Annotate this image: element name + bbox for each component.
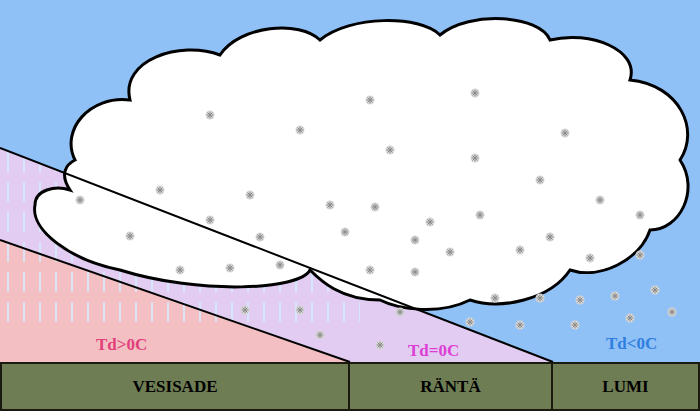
snowflake bbox=[536, 294, 545, 303]
snowflake bbox=[411, 236, 420, 245]
snowflake bbox=[316, 331, 325, 340]
snowflake bbox=[206, 216, 215, 225]
snowflake bbox=[276, 261, 285, 270]
snowflake bbox=[376, 341, 385, 350]
snowflake bbox=[471, 89, 480, 98]
boundary-line bbox=[0, 240, 350, 362]
snowflake bbox=[476, 211, 485, 220]
snowflake bbox=[76, 196, 85, 205]
snowflake bbox=[636, 211, 645, 220]
snowflake bbox=[296, 126, 305, 135]
snowflake bbox=[366, 266, 375, 275]
snowflake bbox=[471, 154, 480, 163]
snowflake bbox=[466, 318, 475, 327]
snowflake bbox=[241, 306, 250, 315]
snowflake bbox=[516, 246, 525, 255]
snowflake bbox=[156, 186, 165, 195]
snowflake bbox=[386, 146, 395, 155]
snowflake bbox=[611, 292, 620, 301]
snowflake bbox=[411, 268, 420, 277]
boundary-line bbox=[0, 148, 553, 362]
snowflake bbox=[371, 203, 380, 212]
snowflake bbox=[256, 233, 265, 242]
snowflake bbox=[546, 233, 555, 242]
snowflake bbox=[366, 96, 375, 105]
snowflake bbox=[341, 228, 350, 237]
snowflake bbox=[636, 251, 645, 260]
snowflakes bbox=[76, 89, 677, 350]
category-label: RÄNTÄ bbox=[420, 377, 480, 397]
snowflake bbox=[326, 201, 335, 210]
snowflake bbox=[126, 232, 135, 241]
snowflake bbox=[491, 294, 500, 303]
category-box: RÄNTÄ bbox=[348, 362, 553, 411]
dewpoint-label: Td>0C bbox=[96, 336, 147, 355]
dewpoint-label: Td=0C bbox=[408, 342, 459, 361]
category-label: LUMI bbox=[602, 377, 648, 397]
snowflake bbox=[561, 129, 570, 138]
cloud bbox=[35, 19, 688, 310]
snowflake bbox=[576, 296, 585, 305]
snowflake bbox=[536, 176, 545, 185]
snowflake bbox=[596, 196, 605, 205]
snowflake bbox=[626, 314, 635, 323]
snowflake bbox=[516, 321, 525, 330]
snowflake bbox=[571, 321, 580, 330]
snowflake bbox=[296, 306, 305, 315]
snowflake bbox=[668, 308, 677, 317]
snowflake bbox=[446, 248, 455, 257]
category-box: LUMI bbox=[551, 362, 700, 411]
snowflake bbox=[246, 191, 255, 200]
snowflake bbox=[226, 264, 235, 273]
snowflake bbox=[396, 308, 405, 317]
snowflake bbox=[426, 218, 435, 227]
snowflake bbox=[651, 286, 660, 295]
category-box: VESISADE bbox=[0, 362, 350, 411]
dewpoint-label: Td<0C bbox=[606, 335, 657, 354]
snowflake bbox=[206, 111, 215, 120]
snowflake bbox=[176, 266, 185, 275]
category-label: VESISADE bbox=[132, 377, 217, 397]
snowflake bbox=[586, 254, 595, 263]
